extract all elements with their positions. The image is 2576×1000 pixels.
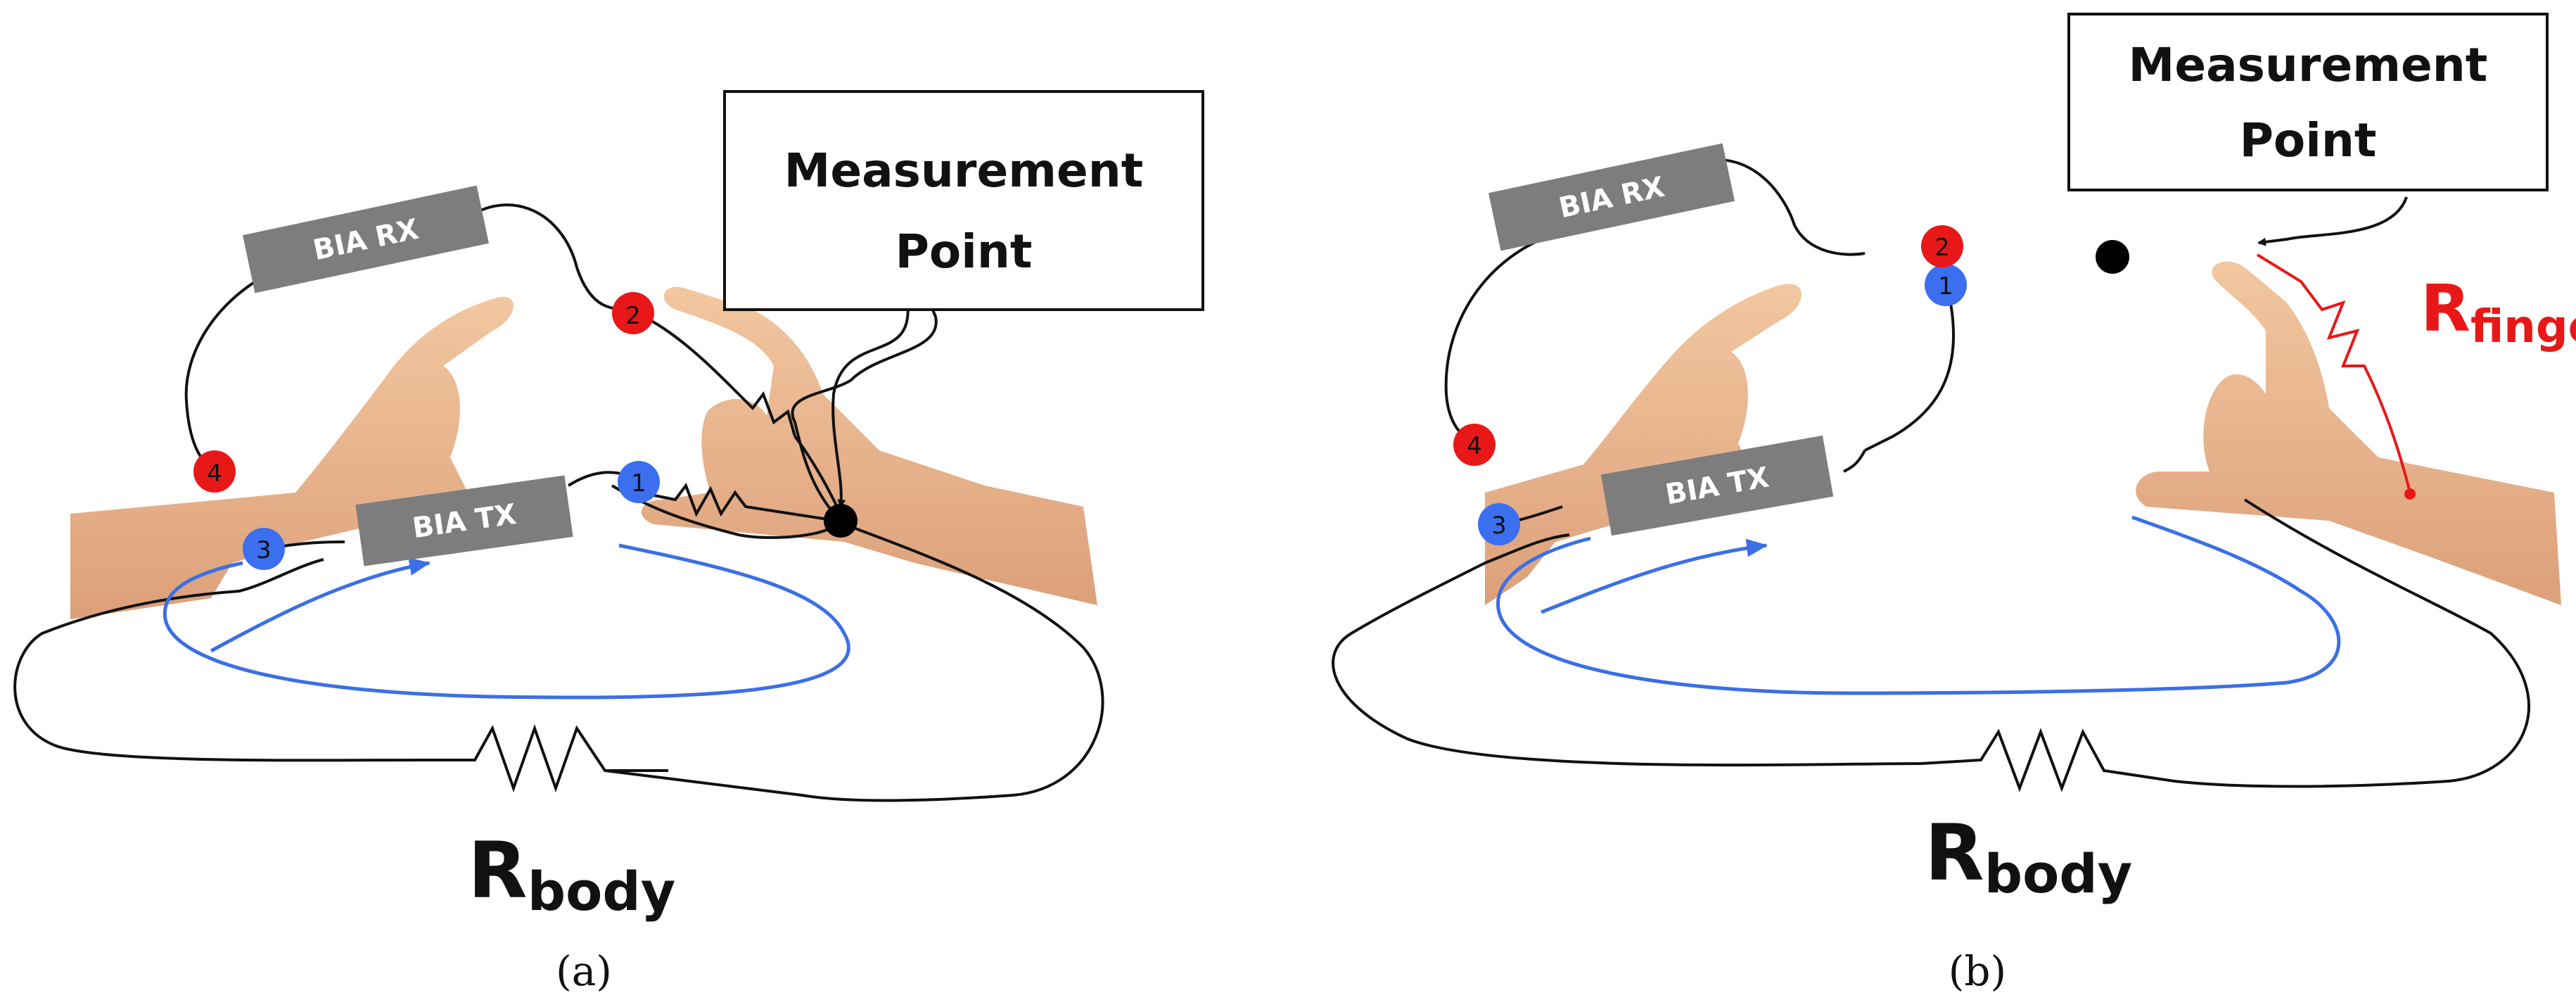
panel-a-diagram: BIA RX BIA TX Measurement Point 2 4 1 (13, 90, 1204, 995)
r-finger-label: Rfinger (2421, 271, 2576, 353)
panel-b-diagram: BIA RX BIA TX Measurement Point 1 2 4 3 (1332, 13, 2576, 995)
current-arrow (1541, 538, 1768, 614)
svg-text:4: 4 (1467, 432, 1482, 460)
svg-text:1: 1 (631, 469, 646, 498)
panel-a-caption: (a) (556, 947, 612, 995)
panel-b: BIA RX BIA TX Measurement Point 1 2 4 3 (1288, 0, 2576, 1000)
electrode-2: 2 (612, 292, 654, 334)
panel-b-caption: (b) (1949, 947, 2006, 995)
electrode-1: 1 (1925, 264, 1967, 306)
svg-text:3: 3 (256, 536, 272, 564)
finger-resistor-end (2404, 488, 2416, 500)
svg-text:3: 3 (1491, 512, 1507, 540)
electrode-1: 1 (618, 461, 660, 503)
current-arrow (210, 557, 431, 653)
current-loop (162, 543, 850, 700)
wires (13, 203, 1104, 802)
bia-tx-box: BIA TX (355, 475, 573, 567)
measurement-box: Measurement Point (723, 90, 1204, 311)
measurement-box: Measurement Point (2067, 13, 2549, 191)
measurement-label-line1: Measurement (784, 144, 1144, 198)
measurement-label-line1: Measurement (2129, 38, 2488, 92)
electrode-3: 3 (243, 528, 285, 570)
finger-resistor (2256, 253, 2411, 493)
left-hand (1485, 284, 1802, 605)
electrode-3: 3 (1478, 503, 1520, 545)
wires (1332, 158, 2530, 792)
right-hand (641, 286, 1097, 605)
electrode-4: 4 (1453, 424, 1496, 466)
bia-tx-box: BIA TX (1600, 435, 1834, 536)
svg-text:2: 2 (1934, 234, 1950, 262)
measurement-label-line2: Point (2240, 113, 2377, 167)
left-hand (70, 296, 514, 619)
svg-text:2: 2 (625, 302, 641, 330)
svg-text:1: 1 (1938, 272, 1953, 300)
panel-a: BIA RX BIA TX Measurement Point 2 4 1 (13, 90, 1204, 995)
measurement-point-dot (2096, 240, 2129, 274)
svg-text:4: 4 (207, 460, 222, 488)
measurement-arrow (2257, 196, 2408, 246)
right-hand (2136, 261, 2561, 605)
measurement-arrow (831, 302, 910, 508)
current-loop (1496, 515, 2341, 695)
bia-rx-box: BIA RX (1488, 143, 1735, 251)
measurement-point-dot (824, 504, 857, 538)
r-body-label: Rbody (468, 825, 675, 923)
r-body-label: Rbody (1925, 808, 2132, 905)
bia-rx-box: BIA RX (242, 185, 490, 293)
electrode-4: 4 (193, 450, 236, 493)
measurement-label-line2: Point (895, 224, 1033, 279)
electrode-2: 2 (1921, 225, 1963, 267)
